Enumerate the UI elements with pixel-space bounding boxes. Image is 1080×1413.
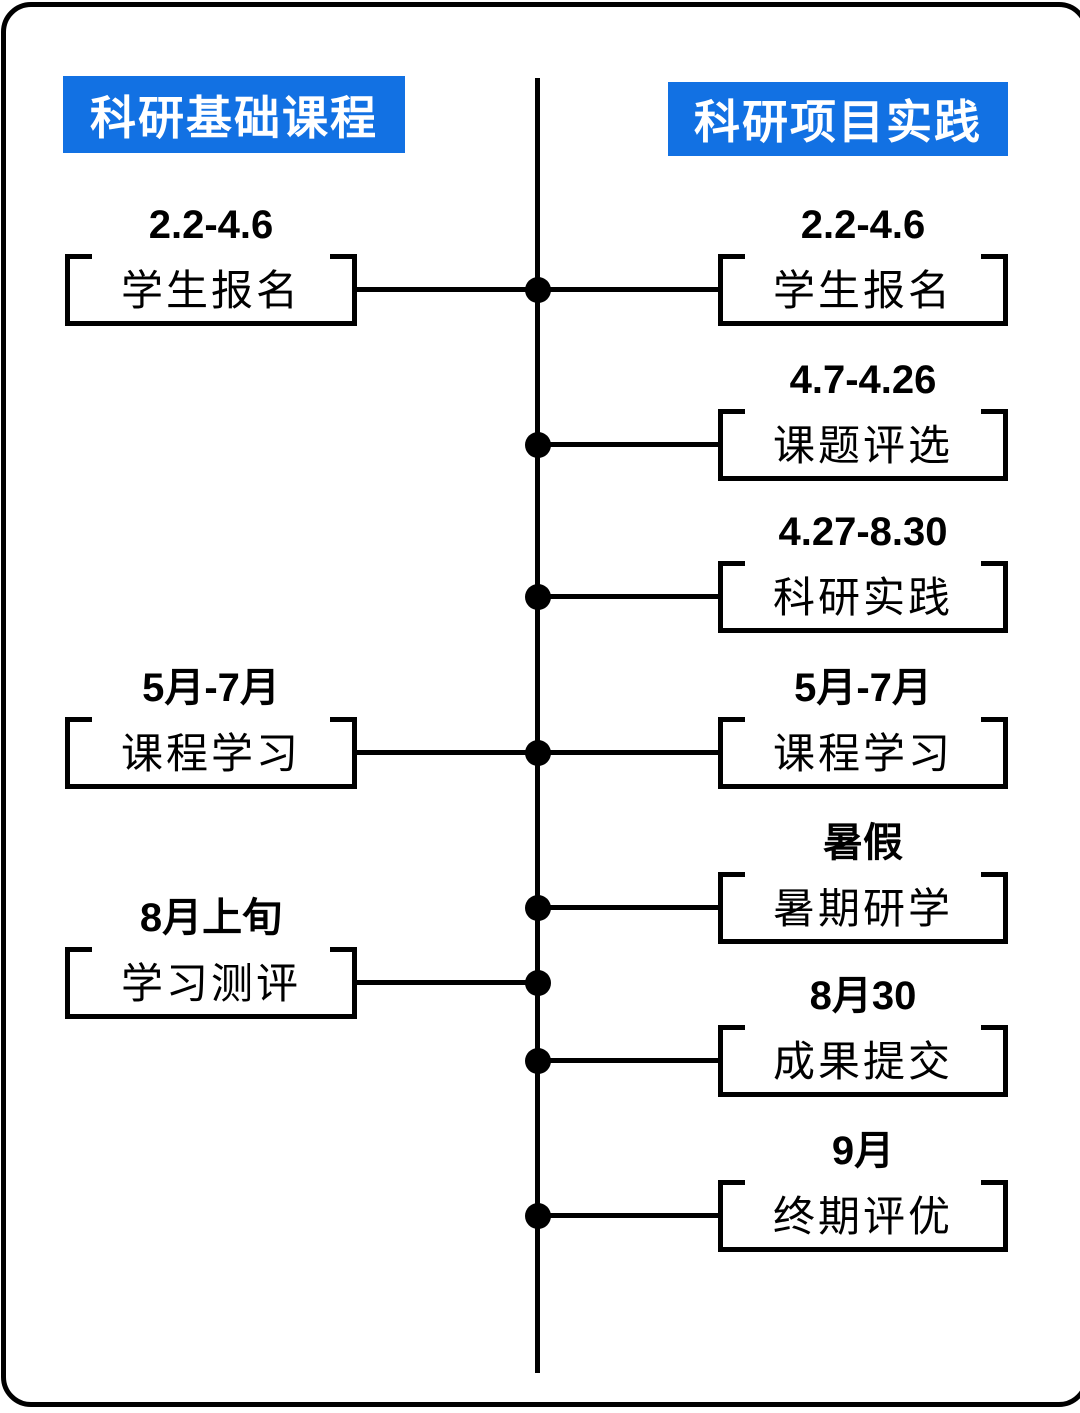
timeline-event: 9月终期评优: [718, 1131, 1008, 1252]
timeline-axis: [535, 78, 540, 1373]
event-label: 学生报名: [772, 267, 953, 314]
event-date: 5月-7月: [142, 666, 280, 710]
event-label: 学习测评: [120, 960, 301, 1007]
event-date: 2.2-4.6: [148, 203, 274, 247]
event-box: 课题评选: [718, 409, 1008, 481]
event-date: 4.7-4.26: [789, 358, 937, 402]
event-date: 9月: [831, 1129, 895, 1173]
timeline-node-dot: [525, 432, 551, 458]
event-box: 课程学习: [65, 717, 357, 789]
timeline-node-dot: [525, 1048, 551, 1074]
event-label: 科研实践: [772, 574, 953, 621]
timeline-node-dot: [525, 970, 551, 996]
event-date: 8月30: [809, 974, 917, 1018]
connector-line: [534, 1058, 722, 1063]
event-date: 5月-7月: [794, 666, 932, 710]
event-box: 暑期研学: [718, 872, 1008, 944]
event-box: 课程学习: [718, 717, 1008, 789]
event-label: 成果提交: [772, 1038, 953, 1085]
timeline-event: 4.7-4.26 课题评选: [718, 360, 1008, 481]
event-date: 2.2-4.6: [800, 203, 926, 247]
timeline-event: 4.27-8.30 科研实践: [718, 512, 1008, 633]
connector-line: [353, 750, 542, 755]
event-label: 终期评优: [772, 1193, 953, 1240]
connector-line: [534, 1213, 722, 1218]
connector-line: [353, 980, 542, 985]
event-box: 学习测评: [65, 947, 357, 1019]
timeline-event: 8月30 成果提交: [718, 976, 1008, 1097]
connector-line: [534, 905, 722, 910]
connector-line: [534, 594, 722, 599]
timeline-node-dot: [525, 277, 551, 303]
event-label: 课程学习: [772, 730, 953, 777]
connector-line: [534, 442, 722, 447]
timeline-event: 暑假暑期研学: [718, 823, 1008, 944]
timeline-node-dot: [525, 740, 551, 766]
event-label: 课题评选: [772, 422, 953, 469]
event-date: 8月上旬: [139, 896, 283, 940]
event-label: 课程学习: [120, 730, 301, 777]
event-date: 暑假: [823, 821, 903, 865]
timeline-node-dot: [525, 584, 551, 610]
timeline-node-dot: [525, 895, 551, 921]
event-box: 科研实践: [718, 561, 1008, 633]
timeline-event: 8月上旬学习测评: [65, 898, 357, 1019]
timeline-event: 5月-7月课程学习: [718, 668, 1008, 789]
connector-line: [534, 750, 722, 755]
connector-line: [534, 287, 722, 292]
right-column-header: 科研项目实践: [668, 82, 1008, 156]
timeline-node-dot: [525, 1203, 551, 1229]
event-box: 终期评优: [718, 1180, 1008, 1252]
event-label: 暑期研学: [772, 885, 953, 932]
event-box: 学生报名: [65, 254, 357, 326]
timeline-event: 5月-7月课程学习: [65, 668, 357, 789]
event-box: 学生报名: [718, 254, 1008, 326]
event-date: 4.27-8.30: [778, 510, 948, 554]
left-column-header: 科研基础课程: [63, 76, 405, 153]
connector-line: [353, 287, 542, 292]
timeline-event: 2.2-4.6 学生报名: [718, 205, 1008, 326]
event-box: 成果提交: [718, 1025, 1008, 1097]
timeline-event: 2.2-4.6 学生报名: [65, 205, 357, 326]
event-label: 学生报名: [120, 267, 301, 314]
